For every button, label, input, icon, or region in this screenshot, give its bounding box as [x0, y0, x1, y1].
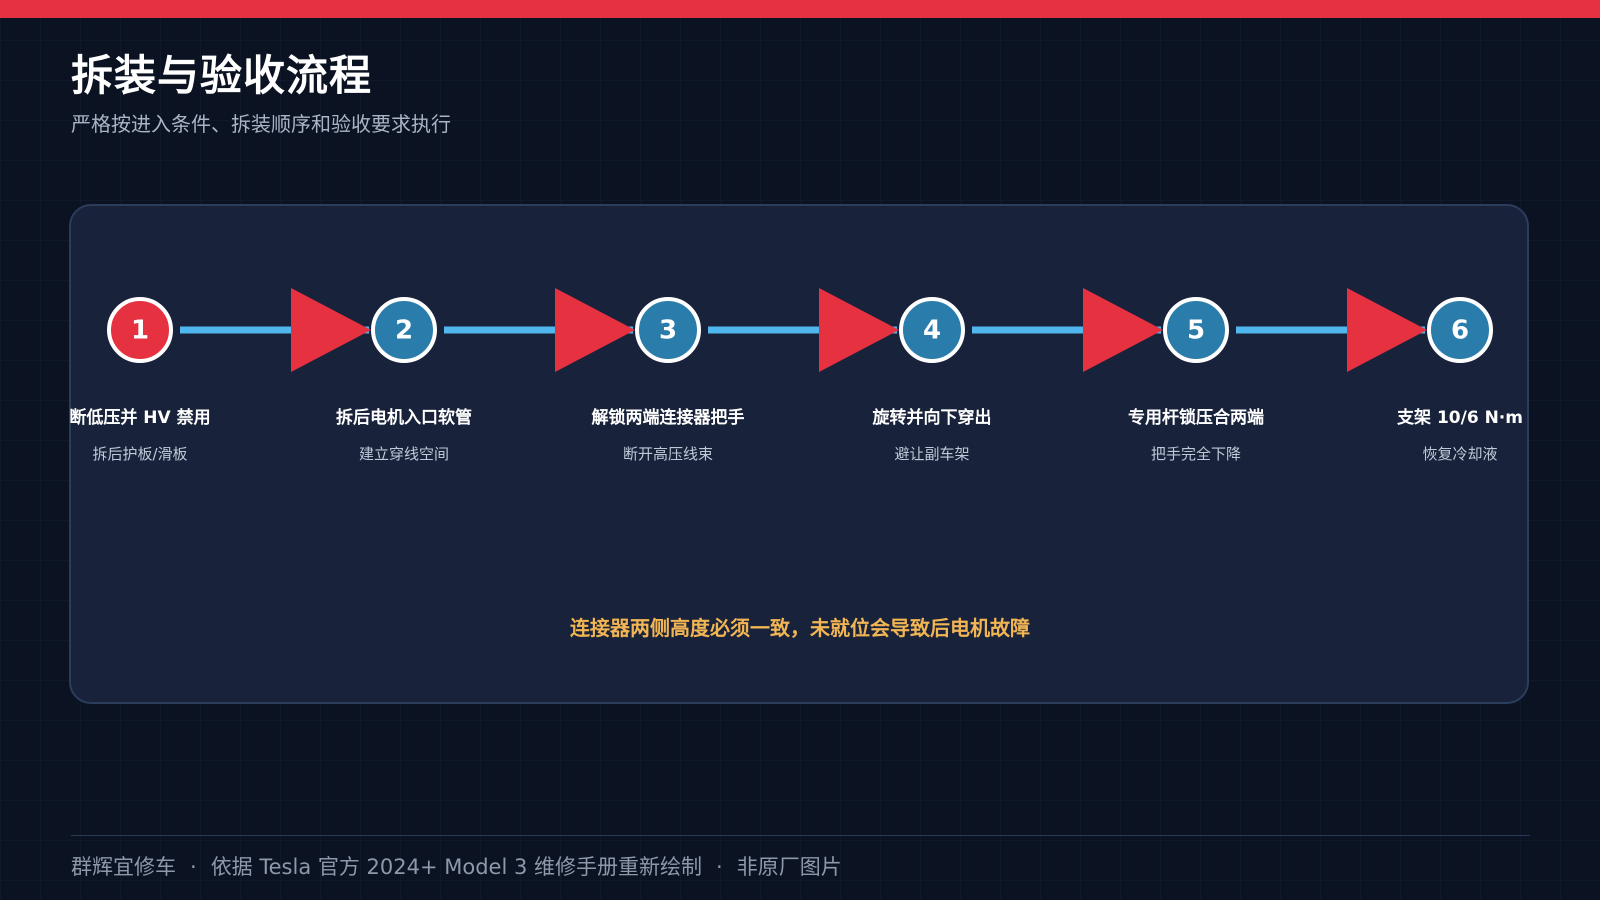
step-title: 解锁两端连接器把手	[591, 408, 745, 428]
step-description: 拆后护板/滑板	[92, 445, 188, 463]
arrow-icon	[1083, 288, 1163, 372]
step-number: 1	[131, 316, 149, 346]
step-circle	[107, 297, 173, 363]
footer-brand: 群辉宜修车	[71, 855, 176, 879]
step-circle	[635, 297, 701, 363]
footer-source: 依据 Tesla 官方 2024+ Model 3 维修手册重新绘制	[210, 855, 703, 879]
step-number: 4	[923, 316, 941, 346]
warning-note: 连接器两侧高度必须一致，未就位会导致后电机故障	[570, 616, 1030, 640]
flow-panel	[69, 204, 1529, 704]
step-number: 6	[1451, 316, 1469, 346]
page-title: 拆装与验收流程	[71, 51, 373, 100]
footer: 群辉宜修车 · 依据 Tesla 官方 2024+ Model 3 维修手册重新绘制…	[71, 851, 842, 881]
step-description: 把手完全下降	[1150, 445, 1241, 463]
step-title: 拆后电机入口软管	[336, 408, 472, 428]
top-accent-bar	[0, 0, 1600, 18]
arrow-icon	[555, 288, 635, 372]
step-circle	[1427, 297, 1493, 363]
step-title: 支架 10/6 N·m	[1397, 408, 1523, 428]
step-description: 建立穿线空间	[358, 445, 449, 463]
footer-separator: ·	[716, 855, 723, 879]
step-description: 避让副车架	[894, 445, 970, 463]
footer-separator: ·	[190, 855, 197, 879]
step-number: 3	[659, 316, 677, 346]
step-number: 5	[1187, 316, 1205, 346]
footer-note: 非原厂图片	[736, 855, 842, 879]
arrow-icon	[291, 288, 371, 372]
footer-divider	[71, 835, 1530, 836]
page-subtitle: 严格按进入条件、拆装顺序和验收要求执行	[71, 112, 451, 136]
step-title: 专用杆锁压合两端	[1128, 408, 1264, 428]
step-description: 恢复冷却液	[1422, 445, 1498, 463]
step-circle	[1163, 297, 1229, 363]
step-description: 断开高压线束	[622, 445, 713, 463]
step-circle	[371, 297, 437, 363]
step-title: 断低压并 HV 禁用	[69, 408, 211, 428]
step-title: 旋转并向下穿出	[872, 408, 992, 428]
step-number: 2	[395, 316, 413, 346]
arrow-icon	[819, 288, 899, 372]
arrow-icon	[1347, 288, 1427, 372]
step-circle	[899, 297, 965, 363]
